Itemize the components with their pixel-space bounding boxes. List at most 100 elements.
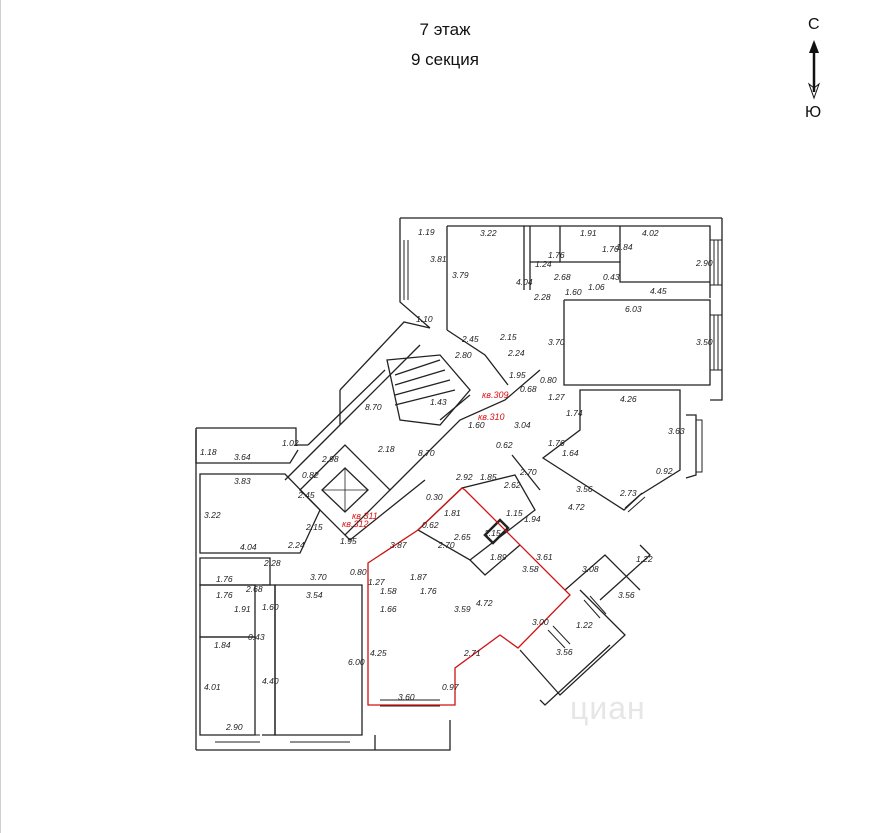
dim-label: 2.70 <box>519 467 537 477</box>
dim-label: 6.00 <box>348 657 365 667</box>
dim-label: 0.97 <box>442 682 459 692</box>
apartment-label-312: кв.312 <box>342 519 368 529</box>
dim-label: 3.64 <box>234 452 251 462</box>
dim-label: 1.76 <box>548 438 565 448</box>
dim-label: 3.70 <box>548 337 565 347</box>
dim-label: 1.60 <box>468 420 485 430</box>
compass-north-label: С <box>808 16 820 33</box>
dim-label: 4.04 <box>240 542 257 552</box>
dim-label: 1.18 <box>200 447 217 457</box>
dim-label: 0.30 <box>426 492 443 502</box>
dim-label: 2.68 <box>245 584 263 594</box>
dim-label: 4.25 <box>370 648 387 658</box>
dim-label: 1.64 <box>562 448 579 458</box>
dim-label: 1.22 <box>576 620 593 630</box>
dim-label: 1.43 <box>430 397 447 407</box>
dim-label: 1.91 <box>234 604 251 614</box>
page-edge-rule <box>0 0 1 833</box>
dim-label: 2.98 <box>321 454 339 464</box>
dim-label: 8.70 <box>365 402 382 412</box>
dim-label: 1.76 <box>420 586 437 596</box>
window-marks <box>215 239 722 743</box>
dim-label: 1.58 <box>380 586 397 596</box>
dim-label: 1.95 <box>340 536 357 546</box>
dim-label: 6.03 <box>625 304 642 314</box>
apartment-label-310: кв.310 <box>478 412 504 422</box>
dim-label: 2.80 <box>454 350 472 360</box>
dim-label: 1.10 <box>416 314 433 324</box>
dim-label: 1.87 <box>410 572 427 582</box>
floor-title: 7 этаж <box>419 20 471 39</box>
dim-label: 3.56 <box>576 484 593 494</box>
dim-label: 1.06 <box>588 282 605 292</box>
highlighted-apartment-outline <box>367 487 571 706</box>
dim-label: 0.92 <box>656 466 673 476</box>
watermark-logo: циан <box>570 690 646 726</box>
dim-label: 1.60 <box>262 602 279 612</box>
dim-label: 4.40 <box>262 676 279 686</box>
dim-label: 3.83 <box>234 476 251 486</box>
dim-label: 3.70 <box>310 572 327 582</box>
dim-label: 3.22 <box>480 228 497 238</box>
apartment-label-311: кв.311 <box>352 511 378 521</box>
compass-arrow-icon <box>807 40 821 100</box>
dim-label: 2.65 <box>453 532 471 542</box>
dim-label: 3.00 <box>532 617 549 627</box>
dim-label: 3.87 <box>390 540 407 550</box>
apartment-label-309: кв.309 <box>482 390 508 400</box>
dim-label: 0.80 <box>350 567 367 577</box>
dim-label: 2.90 <box>695 258 713 268</box>
dim-label: 2.24 <box>287 540 305 550</box>
dim-label: 1.84 <box>616 242 633 252</box>
dim-label: 1.76 <box>216 574 233 584</box>
section-title: 9 секция <box>410 50 479 69</box>
dim-label: 0.62 <box>422 520 439 530</box>
dim-label: 3.50 <box>696 337 713 347</box>
dim-label: 1.74 <box>566 408 583 418</box>
dim-label: 3.56 <box>556 647 573 657</box>
dim-label: 0.43 <box>248 632 265 642</box>
dim-label: 2.90 <box>225 722 243 732</box>
dim-label: 4.45 <box>650 286 667 296</box>
dim-label: 2.71 <box>463 648 481 658</box>
dim-label: 1.76 <box>216 590 233 600</box>
dim-label: 0.68 <box>520 384 537 394</box>
dim-label: 4.01 <box>204 682 221 692</box>
dim-label: 2.73 <box>619 488 637 498</box>
dim-label: 3.63 <box>668 426 685 436</box>
dim-label: 0.62 <box>496 440 513 450</box>
dim-label: 1.24 <box>535 259 552 269</box>
dimension-labels: 1.19 3.81 1.10 3.79 3.22 4.04 2.45 2.15 … <box>200 227 713 732</box>
dim-label: 1.27 <box>548 392 565 402</box>
dim-label: 0.82 <box>302 470 319 480</box>
building-outline <box>195 217 723 751</box>
dim-label: 3.22 <box>204 510 221 520</box>
dim-label: 1.91 <box>580 228 597 238</box>
dim-label: 1.15 <box>506 508 523 518</box>
dim-label: 4.72 <box>568 502 585 512</box>
dim-label: 3.61 <box>536 552 553 562</box>
dim-label: 2.45 <box>461 334 479 344</box>
dim-label: 1.89 <box>490 552 507 562</box>
compass-south-label: Ю <box>805 104 822 121</box>
dim-label: 1.94 <box>524 514 541 524</box>
dim-label: 1.81 <box>444 508 461 518</box>
dim-label: 2.28 <box>263 558 281 568</box>
dim-label: 2.70 <box>437 540 455 550</box>
dim-label: 1.66 <box>380 604 397 614</box>
dim-label: 3.54 <box>306 590 323 600</box>
dim-label: 1.22 <box>636 554 653 564</box>
dim-label: 2.62 <box>503 480 521 490</box>
dim-label: 0.80 <box>540 375 557 385</box>
dim-label: 3.79 <box>452 270 469 280</box>
dim-label: 1.02 <box>282 438 299 448</box>
dim-label: 2.92 <box>455 472 473 482</box>
dim-label: 1.19 <box>418 227 435 237</box>
dim-label: 0.43 <box>603 272 620 282</box>
dim-label: 1.60 <box>565 287 582 297</box>
dim-label: 2.15 <box>499 332 517 342</box>
dim-label: 2.28 <box>533 292 551 302</box>
dim-label: 4.72 <box>476 598 493 608</box>
